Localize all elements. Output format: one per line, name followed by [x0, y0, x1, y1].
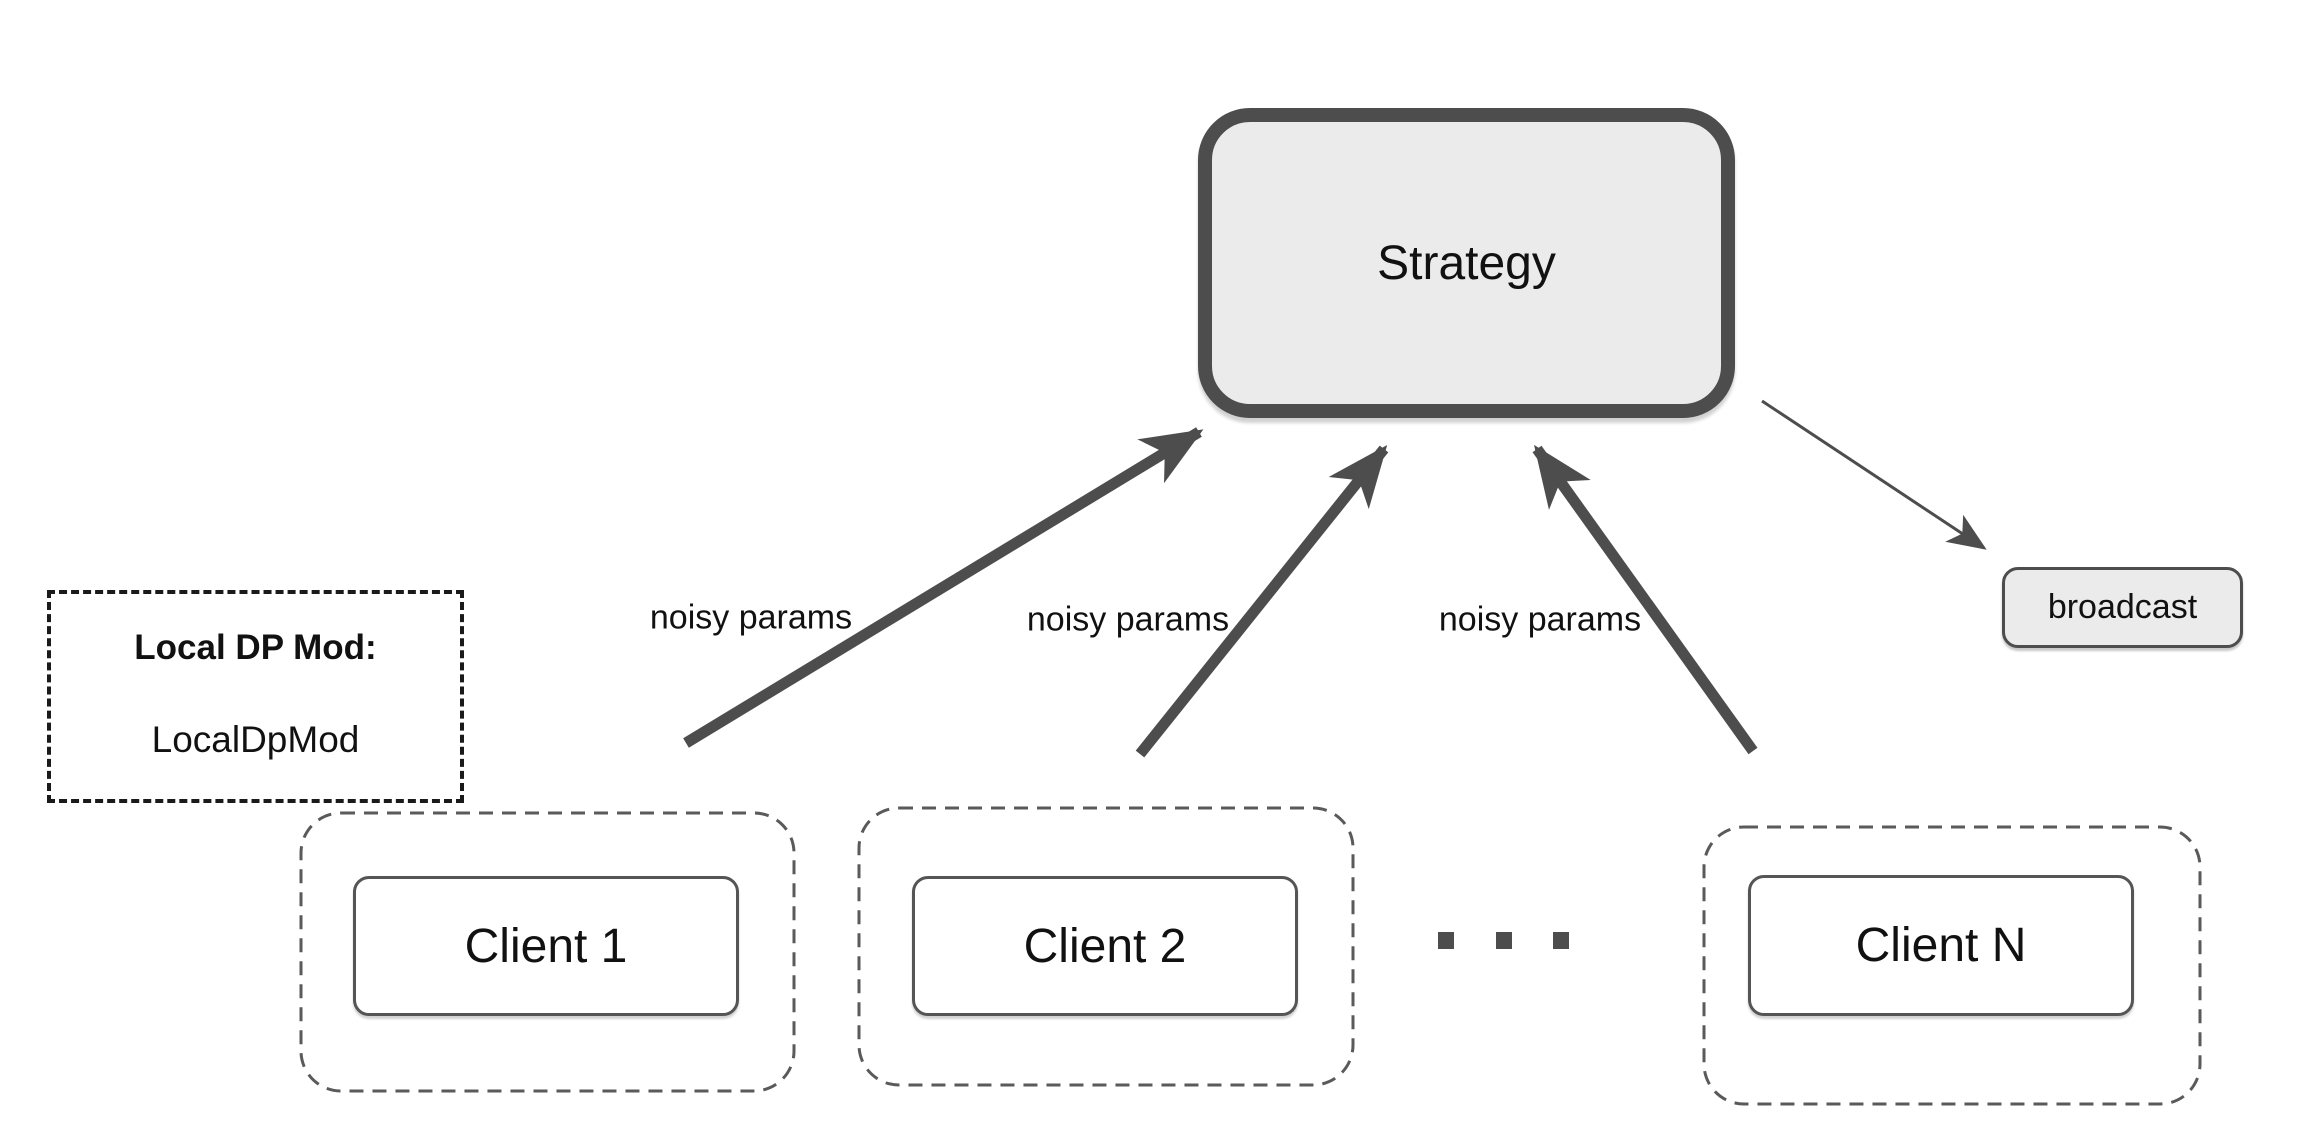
client-1-box: Client 1	[353, 876, 739, 1016]
client-2-label: Client 2	[1023, 919, 1187, 973]
client-n-dashed-group	[1702, 825, 2202, 1106]
local-dp-mod-value: LocalDpMod	[151, 719, 360, 760]
noisy-params-label-1: noisy params	[649, 598, 853, 637]
client-2-dashed-group	[857, 806, 1355, 1087]
clients-ellipsis	[1438, 932, 1570, 949]
ellipsis-dot	[1496, 932, 1512, 949]
arrow-client1-to-strategy	[683, 427, 1204, 748]
client-2-box: Client 2	[912, 876, 1298, 1016]
broadcast-node: broadcast	[2002, 567, 2243, 648]
client-n-box: Client N	[1748, 875, 2134, 1016]
client-1-label: Client 1	[464, 919, 628, 973]
arrow-clientn-to-strategy	[1532, 444, 1758, 755]
ellipsis-dot	[1438, 932, 1454, 949]
client-1-dashed-group	[299, 811, 796, 1093]
client-n-label: Client N	[1855, 919, 2027, 972]
arrow-client2-to-strategy	[1135, 444, 1389, 758]
strategy-label: Strategy	[1377, 236, 1556, 290]
strategy-node: Strategy	[1198, 108, 1735, 418]
noisy-params-label-2: noisy params	[1026, 600, 1230, 639]
arrow-strategy-to-broadcast	[1761, 399, 1987, 550]
local-dp-mod-title: Local DP Mod:	[134, 628, 377, 667]
noisy-params-label-3: noisy params	[1438, 600, 1642, 639]
local-dp-mod-box: Local DP Mod: LocalDpMod	[47, 590, 464, 803]
ellipsis-dot	[1553, 932, 1569, 949]
broadcast-label: broadcast	[2047, 588, 2198, 626]
